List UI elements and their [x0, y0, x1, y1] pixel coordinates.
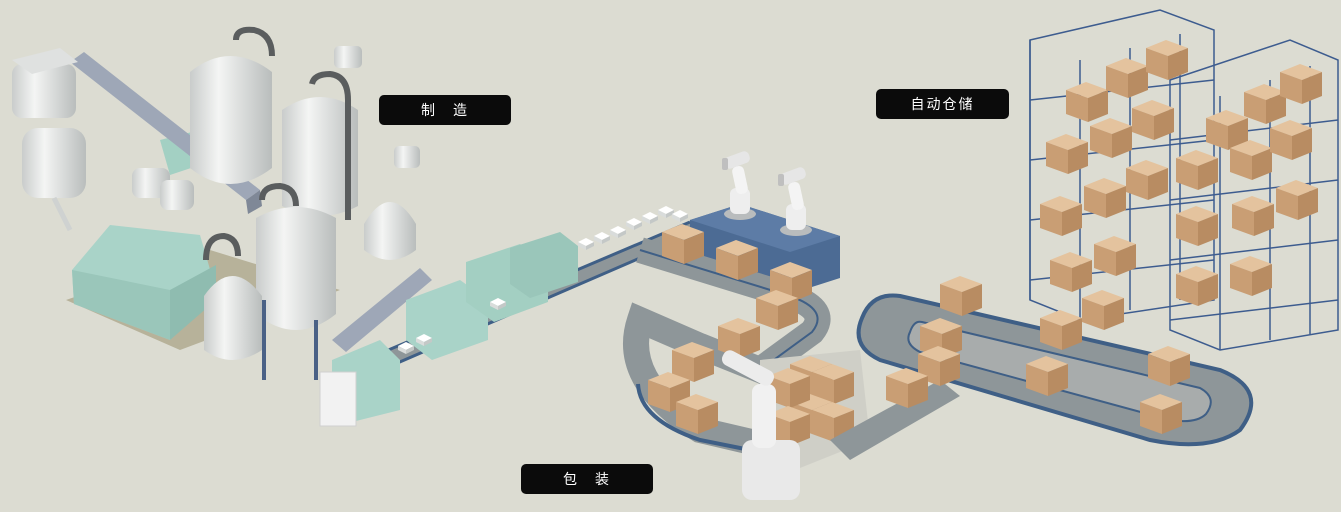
- packaging-label: 包 装: [521, 464, 653, 494]
- palletizing-robot: [721, 350, 800, 500]
- main-conveyor: [319, 220, 701, 427]
- silo: [256, 182, 336, 380]
- manufacturing-area: [12, 26, 432, 380]
- manufacturing-label: 制 造: [379, 95, 511, 125]
- storage-label: 自动仓储: [876, 89, 1009, 119]
- rack-boxes: [1040, 40, 1322, 306]
- silo: [282, 70, 358, 220]
- silo: [190, 26, 275, 184]
- storage-area: [830, 9, 1339, 460]
- packaging-area: [623, 149, 870, 500]
- hopper-tank: [12, 48, 86, 232]
